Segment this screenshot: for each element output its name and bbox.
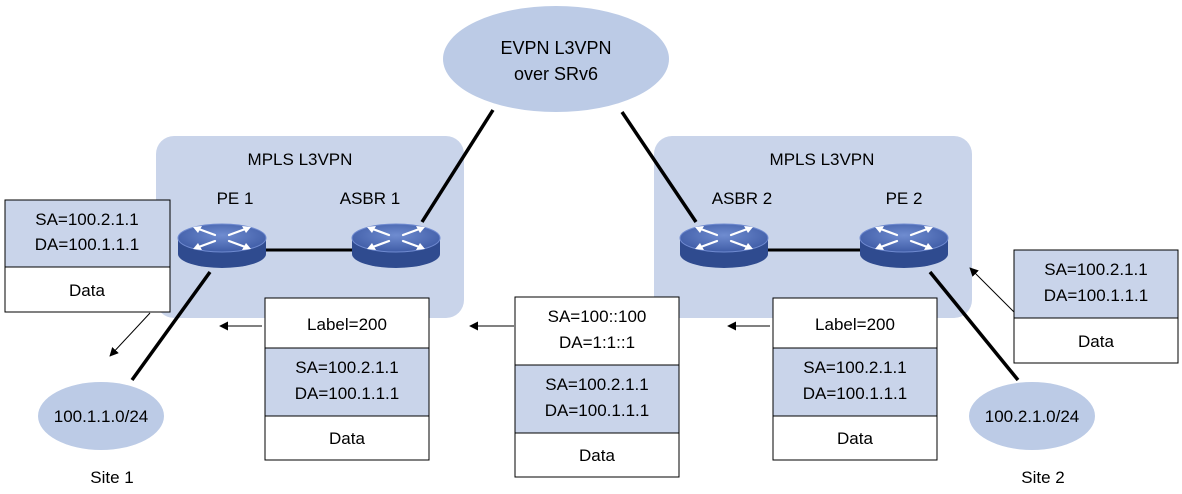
asbr2-label: ASBR 2 [712,189,772,208]
srv6-data: Data [579,446,615,465]
site2-packet-data: Data [1078,332,1114,351]
core-label-line2: over SRv6 [514,64,598,84]
site2-packet-sa: SA=100.2.1.1 [1044,260,1148,279]
core-label-line1: EVPN L3VPN [500,38,611,58]
link-asbr1-core [420,109,495,223]
site2-prefix: 100.2.1.0/24 [985,407,1080,426]
site2-packet: SA=100.2.1.1 DA=100.1.1.1 Data [1013,249,1179,364]
right-mpls-packet: Label=200 SA=100.2.1.1 DA=100.1.1.1 Data [772,297,938,461]
pe1-router-icon [176,222,268,270]
right-mpls-sa: SA=100.2.1.1 [803,358,907,377]
left-mpls-domain [156,136,464,318]
right-domain-title: MPLS L3VPN [770,150,875,169]
pe2-router-icon [858,222,950,270]
site2-cloud [969,382,1095,450]
asbr1-label: ASBR 1 [340,189,400,208]
left-mpls-da: DA=100.1.1.1 [295,384,399,403]
asbr2-router-icon [678,222,770,270]
srv6-outer-da: DA=1:1::1 [559,333,635,352]
site1-packet: SA=100.2.1.1 DA=100.1.1.1 Data [4,199,171,313]
arrow-from-site2 [969,267,1015,313]
pe1-label: PE 1 [217,189,254,208]
srv6-packet: SA=100::100 DA=1:1::1 SA=100.2.1.1 DA=10… [514,296,680,478]
link-pe2-site2 [928,270,1020,382]
right-mpls-data: Data [837,429,873,448]
site2-label: Site 2 [1021,468,1064,487]
srv6-inner-sa: SA=100.2.1.1 [545,375,649,394]
right-mpls-label: Label=200 [815,315,895,334]
left-mpls-label: Label=200 [307,315,387,334]
site1-packet-da: DA=100.1.1.1 [35,235,139,254]
arrow-to-site1 [109,312,151,357]
link-pe1-site1 [130,270,212,382]
site1-cloud [38,382,164,450]
right-mpls-domain [654,136,972,318]
asbr1-router-icon [350,222,442,270]
left-mpls-data: Data [329,429,365,448]
left-mpls-packet: Label=200 SA=100.2.1.1 DA=100.1.1.1 Data [264,297,430,461]
site1-packet-sa: SA=100.2.1.1 [35,210,139,229]
site1-label: Site 1 [90,468,133,487]
site1-packet-data: Data [69,281,105,300]
site2-packet-da: DA=100.1.1.1 [1044,286,1148,305]
left-mpls-sa: SA=100.2.1.1 [295,358,399,377]
srv6-inner-da: DA=100.1.1.1 [545,401,649,420]
srv6-outer-sa: SA=100::100 [548,307,647,326]
core-cloud [443,6,669,112]
link-core-asbr2 [620,111,698,223]
site1-prefix: 100.1.1.0/24 [54,407,149,426]
left-domain-title: MPLS L3VPN [248,150,353,169]
right-mpls-da: DA=100.1.1.1 [803,384,907,403]
pe2-label: PE 2 [886,189,923,208]
